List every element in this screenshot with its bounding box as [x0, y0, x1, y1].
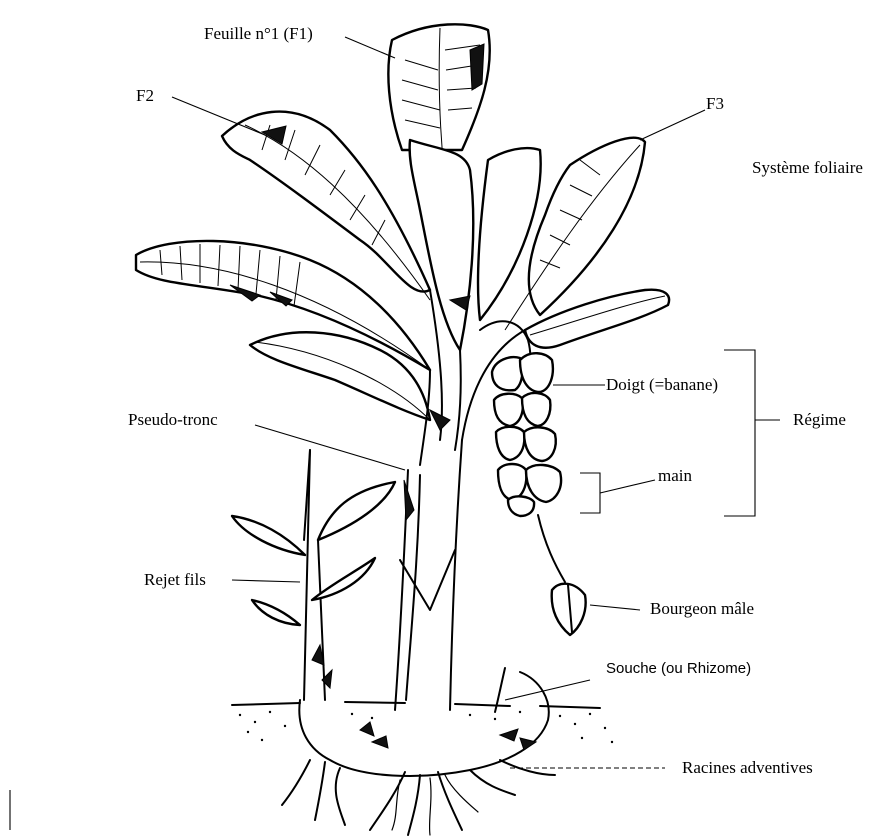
label-pseudo-tronc: Pseudo-tronc — [128, 410, 218, 430]
label-f1: Feuille n°1 (F1) — [204, 24, 313, 44]
bracket-regime — [724, 350, 780, 516]
sucker-plant — [232, 450, 395, 700]
label-rejet-fils: Rejet fils — [144, 570, 206, 590]
label-souche: Souche (ou Rhizome) — [606, 659, 751, 679]
label-bourgeon-male: Bourgeon mâle — [650, 599, 754, 619]
leaf-center-upright — [410, 140, 541, 350]
banana-bunch — [480, 321, 586, 635]
roots — [282, 760, 555, 835]
bracket-main — [580, 473, 655, 513]
pseudo-trunk — [395, 440, 462, 710]
label-doigt: Doigt (=banane) — [606, 375, 718, 395]
label-f3: F3 — [706, 94, 724, 114]
label-f2: F2 — [136, 86, 154, 106]
soil-line — [232, 702, 613, 743]
label-systeme-foliaire: Système foliaire — [752, 158, 863, 178]
label-main: main — [658, 466, 692, 486]
rhizome-shape — [299, 668, 548, 776]
label-regime: Régime — [793, 410, 846, 430]
label-racines: Racines adventives — [682, 758, 813, 778]
